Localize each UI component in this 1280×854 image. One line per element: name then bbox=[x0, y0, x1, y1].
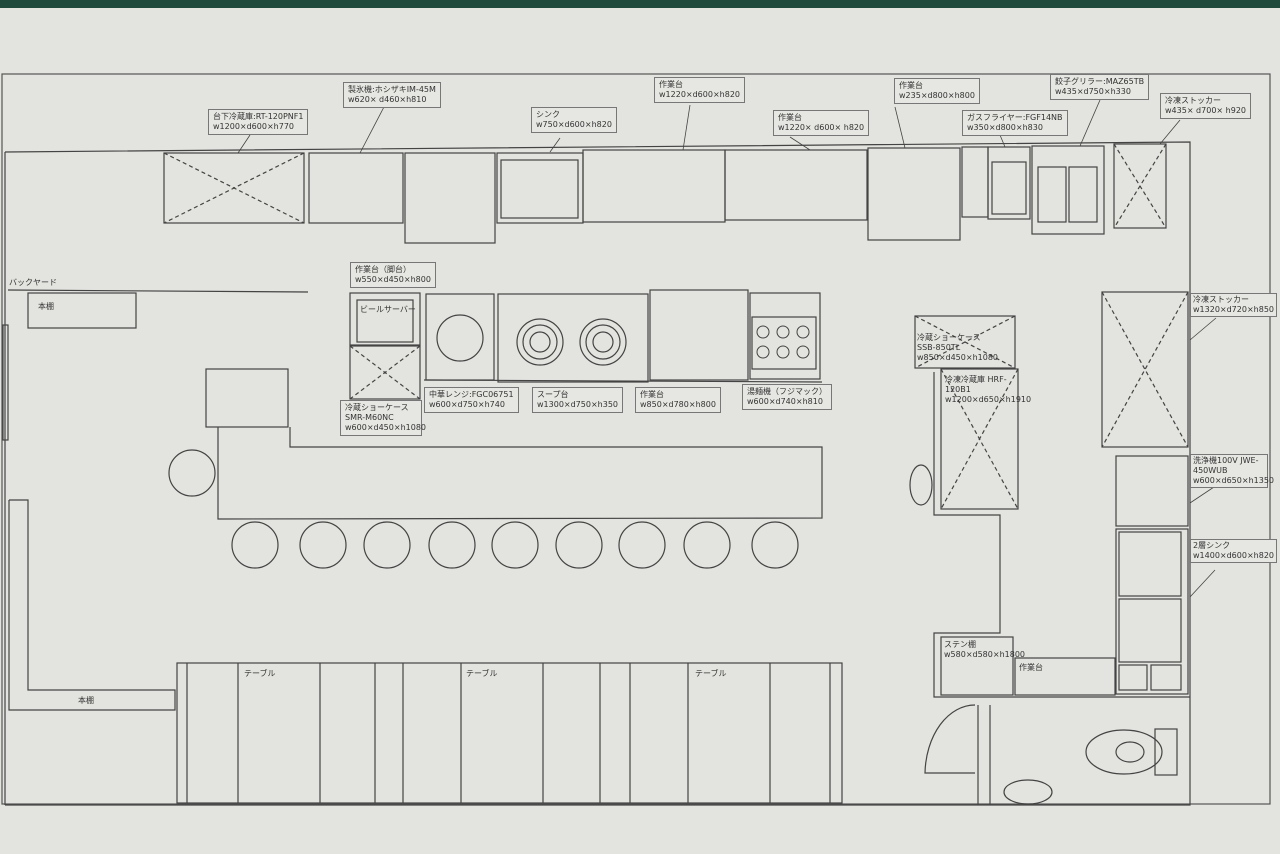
noodle-boiler bbox=[749, 292, 821, 380]
table-label: テーブル bbox=[695, 669, 727, 678]
worktable-island bbox=[649, 289, 749, 381]
refrigerated-showcase-small bbox=[349, 345, 421, 400]
showcase-ssb bbox=[914, 315, 1016, 369]
soup-stove bbox=[497, 293, 649, 383]
freezer-stocker-top bbox=[1113, 143, 1167, 229]
ice-machine bbox=[308, 152, 404, 224]
washbasin bbox=[1003, 779, 1053, 805]
gyoza-griller bbox=[1031, 145, 1105, 235]
chinese-range bbox=[425, 293, 495, 381]
two-tank-sink bbox=[1115, 528, 1189, 695]
worktable-1 bbox=[582, 149, 726, 223]
backyard-label: バックヤード bbox=[9, 278, 57, 287]
equipment-label: 湯麺機（フジマック）w600×d740×h810 bbox=[742, 384, 832, 410]
table-label: テーブル bbox=[244, 669, 276, 678]
beer-server-stand bbox=[349, 292, 421, 346]
worktable-3 bbox=[867, 147, 961, 241]
sink bbox=[496, 152, 584, 224]
table-label: テーブル bbox=[466, 669, 498, 678]
beer-server-label: ビールサーバー bbox=[360, 305, 416, 314]
door-swing bbox=[924, 704, 976, 774]
worktable-2 bbox=[724, 149, 868, 221]
outer-wall bbox=[4, 141, 1191, 806]
bookshelf-label: 本棚 bbox=[38, 302, 54, 311]
dishwasher bbox=[1115, 455, 1189, 527]
drawing-frame bbox=[1, 73, 1271, 805]
stool bbox=[168, 449, 216, 497]
equipment-label: 作業台（脚台）w550×d450×h800 bbox=[350, 262, 436, 288]
counter-block bbox=[404, 152, 496, 244]
steel-shelf bbox=[940, 636, 1014, 696]
bookshelf-label: 本棚 bbox=[78, 696, 94, 705]
freezer-stocker-large bbox=[1101, 291, 1189, 448]
undercounter-fridge bbox=[163, 152, 305, 224]
bookshelf-top bbox=[27, 292, 137, 329]
worktable-right bbox=[1014, 657, 1116, 696]
gas-fryer bbox=[987, 146, 1031, 220]
toilet bbox=[1085, 729, 1163, 775]
fridge-freezer bbox=[940, 368, 1019, 510]
background-edge bbox=[0, 0, 1280, 8]
worktable-label: 作業台 bbox=[1019, 663, 1043, 672]
bar-stools bbox=[231, 521, 799, 569]
table-rows bbox=[176, 662, 843, 804]
